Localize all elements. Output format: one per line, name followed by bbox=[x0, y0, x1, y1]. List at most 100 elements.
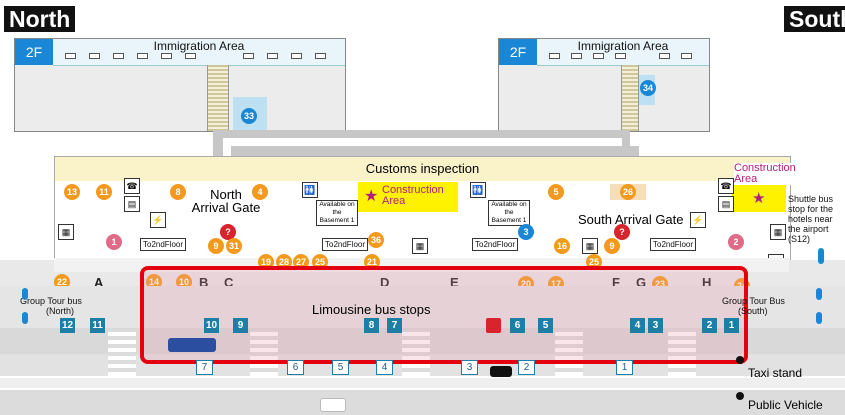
stop-4[interactable]: 4 bbox=[630, 318, 645, 333]
atm-icon: ▦ bbox=[770, 224, 786, 240]
customs-label: Customs inspection bbox=[365, 161, 480, 176]
to-2nd-floor-3[interactable]: To2ndFloor bbox=[472, 238, 519, 251]
stop-8[interactable]: 8 bbox=[364, 318, 379, 333]
atm-icon: ▦ bbox=[412, 238, 428, 254]
north-header: North bbox=[4, 6, 76, 32]
south-arrival-gate: South Arrival Gate bbox=[578, 212, 684, 227]
facility-2[interactable]: 2 bbox=[728, 234, 744, 250]
gate-letter-c: C bbox=[224, 275, 234, 290]
facility-26[interactable]: 26 bbox=[620, 184, 636, 200]
facility-16[interactable]: 16 bbox=[554, 238, 570, 254]
stop-6[interactable]: 6 bbox=[510, 318, 525, 333]
stop-12[interactable]: 12 bbox=[60, 318, 75, 333]
lower-stop-7[interactable]: 7 bbox=[196, 360, 213, 375]
gate-line: Arrival Gate bbox=[191, 200, 261, 215]
immigration-area-label: Immigration Area bbox=[153, 39, 245, 53]
pointer-dot bbox=[736, 392, 744, 400]
stop-9[interactable]: 9 bbox=[233, 318, 248, 333]
facility-9[interactable]: 9 bbox=[208, 238, 224, 254]
floor-2f-south: 2F Immigration Area bbox=[498, 38, 710, 132]
facility-11[interactable]: 11 bbox=[96, 184, 112, 200]
note-line: Available on the bbox=[319, 201, 355, 216]
crosswalk bbox=[402, 330, 430, 376]
immigration-area: Immigration Area bbox=[53, 39, 345, 66]
crosswalk bbox=[555, 330, 583, 376]
toilet-icon: 🚻 bbox=[302, 182, 318, 198]
limousine-bus-area[interactable] bbox=[140, 266, 748, 364]
limousine-label: Limousine bus stops bbox=[312, 302, 431, 317]
note-line: Basement 1 bbox=[319, 217, 355, 224]
walkway bbox=[622, 130, 630, 156]
stop-11[interactable]: 11 bbox=[90, 318, 105, 333]
gate-letter-g: G bbox=[636, 275, 647, 290]
facility-5[interactable]: 5 bbox=[548, 184, 564, 200]
facility-36[interactable]: 36 bbox=[368, 232, 384, 248]
info-question[interactable]: ? bbox=[614, 224, 630, 240]
floor-tag: 2F bbox=[499, 39, 537, 65]
public-road bbox=[0, 390, 845, 415]
lower-stop-6[interactable]: 6 bbox=[287, 360, 304, 375]
pole-icon bbox=[22, 288, 28, 300]
crosswalk bbox=[250, 330, 278, 376]
lower-stop-4[interactable]: 4 bbox=[376, 360, 393, 375]
construction-line1: Construction bbox=[382, 184, 444, 196]
public-vehicle-label: Public Vehicle bbox=[748, 398, 823, 412]
pole-icon bbox=[22, 312, 28, 324]
lower-stop-1[interactable]: 1 bbox=[616, 360, 633, 375]
facility-13[interactable]: 13 bbox=[64, 184, 80, 200]
taxi-icon bbox=[490, 366, 512, 377]
atm-icon: ▦ bbox=[58, 224, 74, 240]
outlet-icon: ⚡ bbox=[150, 212, 166, 228]
construction-label-south: Construction Area bbox=[734, 163, 796, 185]
facility-1[interactable]: 1 bbox=[106, 234, 122, 250]
facility-34[interactable]: 34 bbox=[640, 80, 656, 96]
to-2nd-floor-4[interactable]: To2ndFloor bbox=[650, 238, 697, 251]
bus-icon bbox=[168, 338, 216, 352]
construction-area-south: ★ bbox=[732, 182, 786, 212]
note-line: (S12) bbox=[788, 234, 811, 244]
star-icon: ★ bbox=[364, 188, 379, 205]
car-icon bbox=[320, 398, 346, 412]
facility-9[interactable]: 9 bbox=[604, 238, 620, 254]
stop-3[interactable]: 3 bbox=[648, 318, 663, 333]
stop-5[interactable]: 5 bbox=[538, 318, 553, 333]
facility-3[interactable]: 3 bbox=[518, 224, 534, 240]
stop-10[interactable]: 10 bbox=[204, 318, 219, 333]
escalator bbox=[621, 65, 639, 131]
stop-1[interactable]: 1 bbox=[724, 318, 739, 333]
stop-2[interactable]: 2 bbox=[702, 318, 717, 333]
to-2nd-floor-1[interactable]: To2ndFloor bbox=[140, 238, 187, 251]
facility-33[interactable]: 33 bbox=[241, 108, 257, 124]
floor-tag: 2F bbox=[15, 39, 53, 65]
to-2nd-floor-2[interactable]: To2ndFloor bbox=[322, 238, 369, 251]
pole-icon bbox=[816, 288, 822, 300]
facility-31[interactable]: 31 bbox=[226, 238, 242, 254]
gate-line: North bbox=[210, 187, 242, 202]
note-line: (South) bbox=[738, 306, 768, 316]
south-header: South bbox=[784, 6, 845, 32]
note-line: the airport bbox=[788, 224, 829, 234]
immigration-area-label: Immigration Area bbox=[577, 39, 669, 53]
lower-stop-5[interactable]: 5 bbox=[332, 360, 349, 375]
gate-letter-h: H bbox=[702, 275, 712, 290]
note-line: Available on the bbox=[491, 201, 527, 216]
note-line: Group Tour bus bbox=[20, 296, 82, 306]
lower-stop-3[interactable]: 3 bbox=[461, 360, 478, 375]
gate-letter-a: A bbox=[94, 275, 104, 290]
walkway bbox=[231, 146, 639, 156]
facility-4[interactable]: 4 bbox=[252, 184, 268, 200]
construction-line2: Area bbox=[734, 173, 758, 185]
gate-letter-b: B bbox=[199, 275, 209, 290]
facility-8[interactable]: 8 bbox=[170, 184, 186, 200]
note-line: Group Tour Bus bbox=[722, 296, 785, 306]
outlet-icon: ⚡ bbox=[690, 212, 706, 228]
construction-line2: Area bbox=[382, 195, 406, 207]
note-line: (North) bbox=[46, 306, 75, 316]
customs-bar: Customs inspection bbox=[54, 156, 791, 182]
lower-stop-2[interactable]: 2 bbox=[518, 360, 535, 375]
info-question[interactable]: ? bbox=[220, 224, 236, 240]
group-tour-south: Group Tour Bus (South) bbox=[722, 296, 785, 316]
toilet-icon: 🚻 bbox=[470, 182, 486, 198]
stop-7[interactable]: 7 bbox=[387, 318, 402, 333]
